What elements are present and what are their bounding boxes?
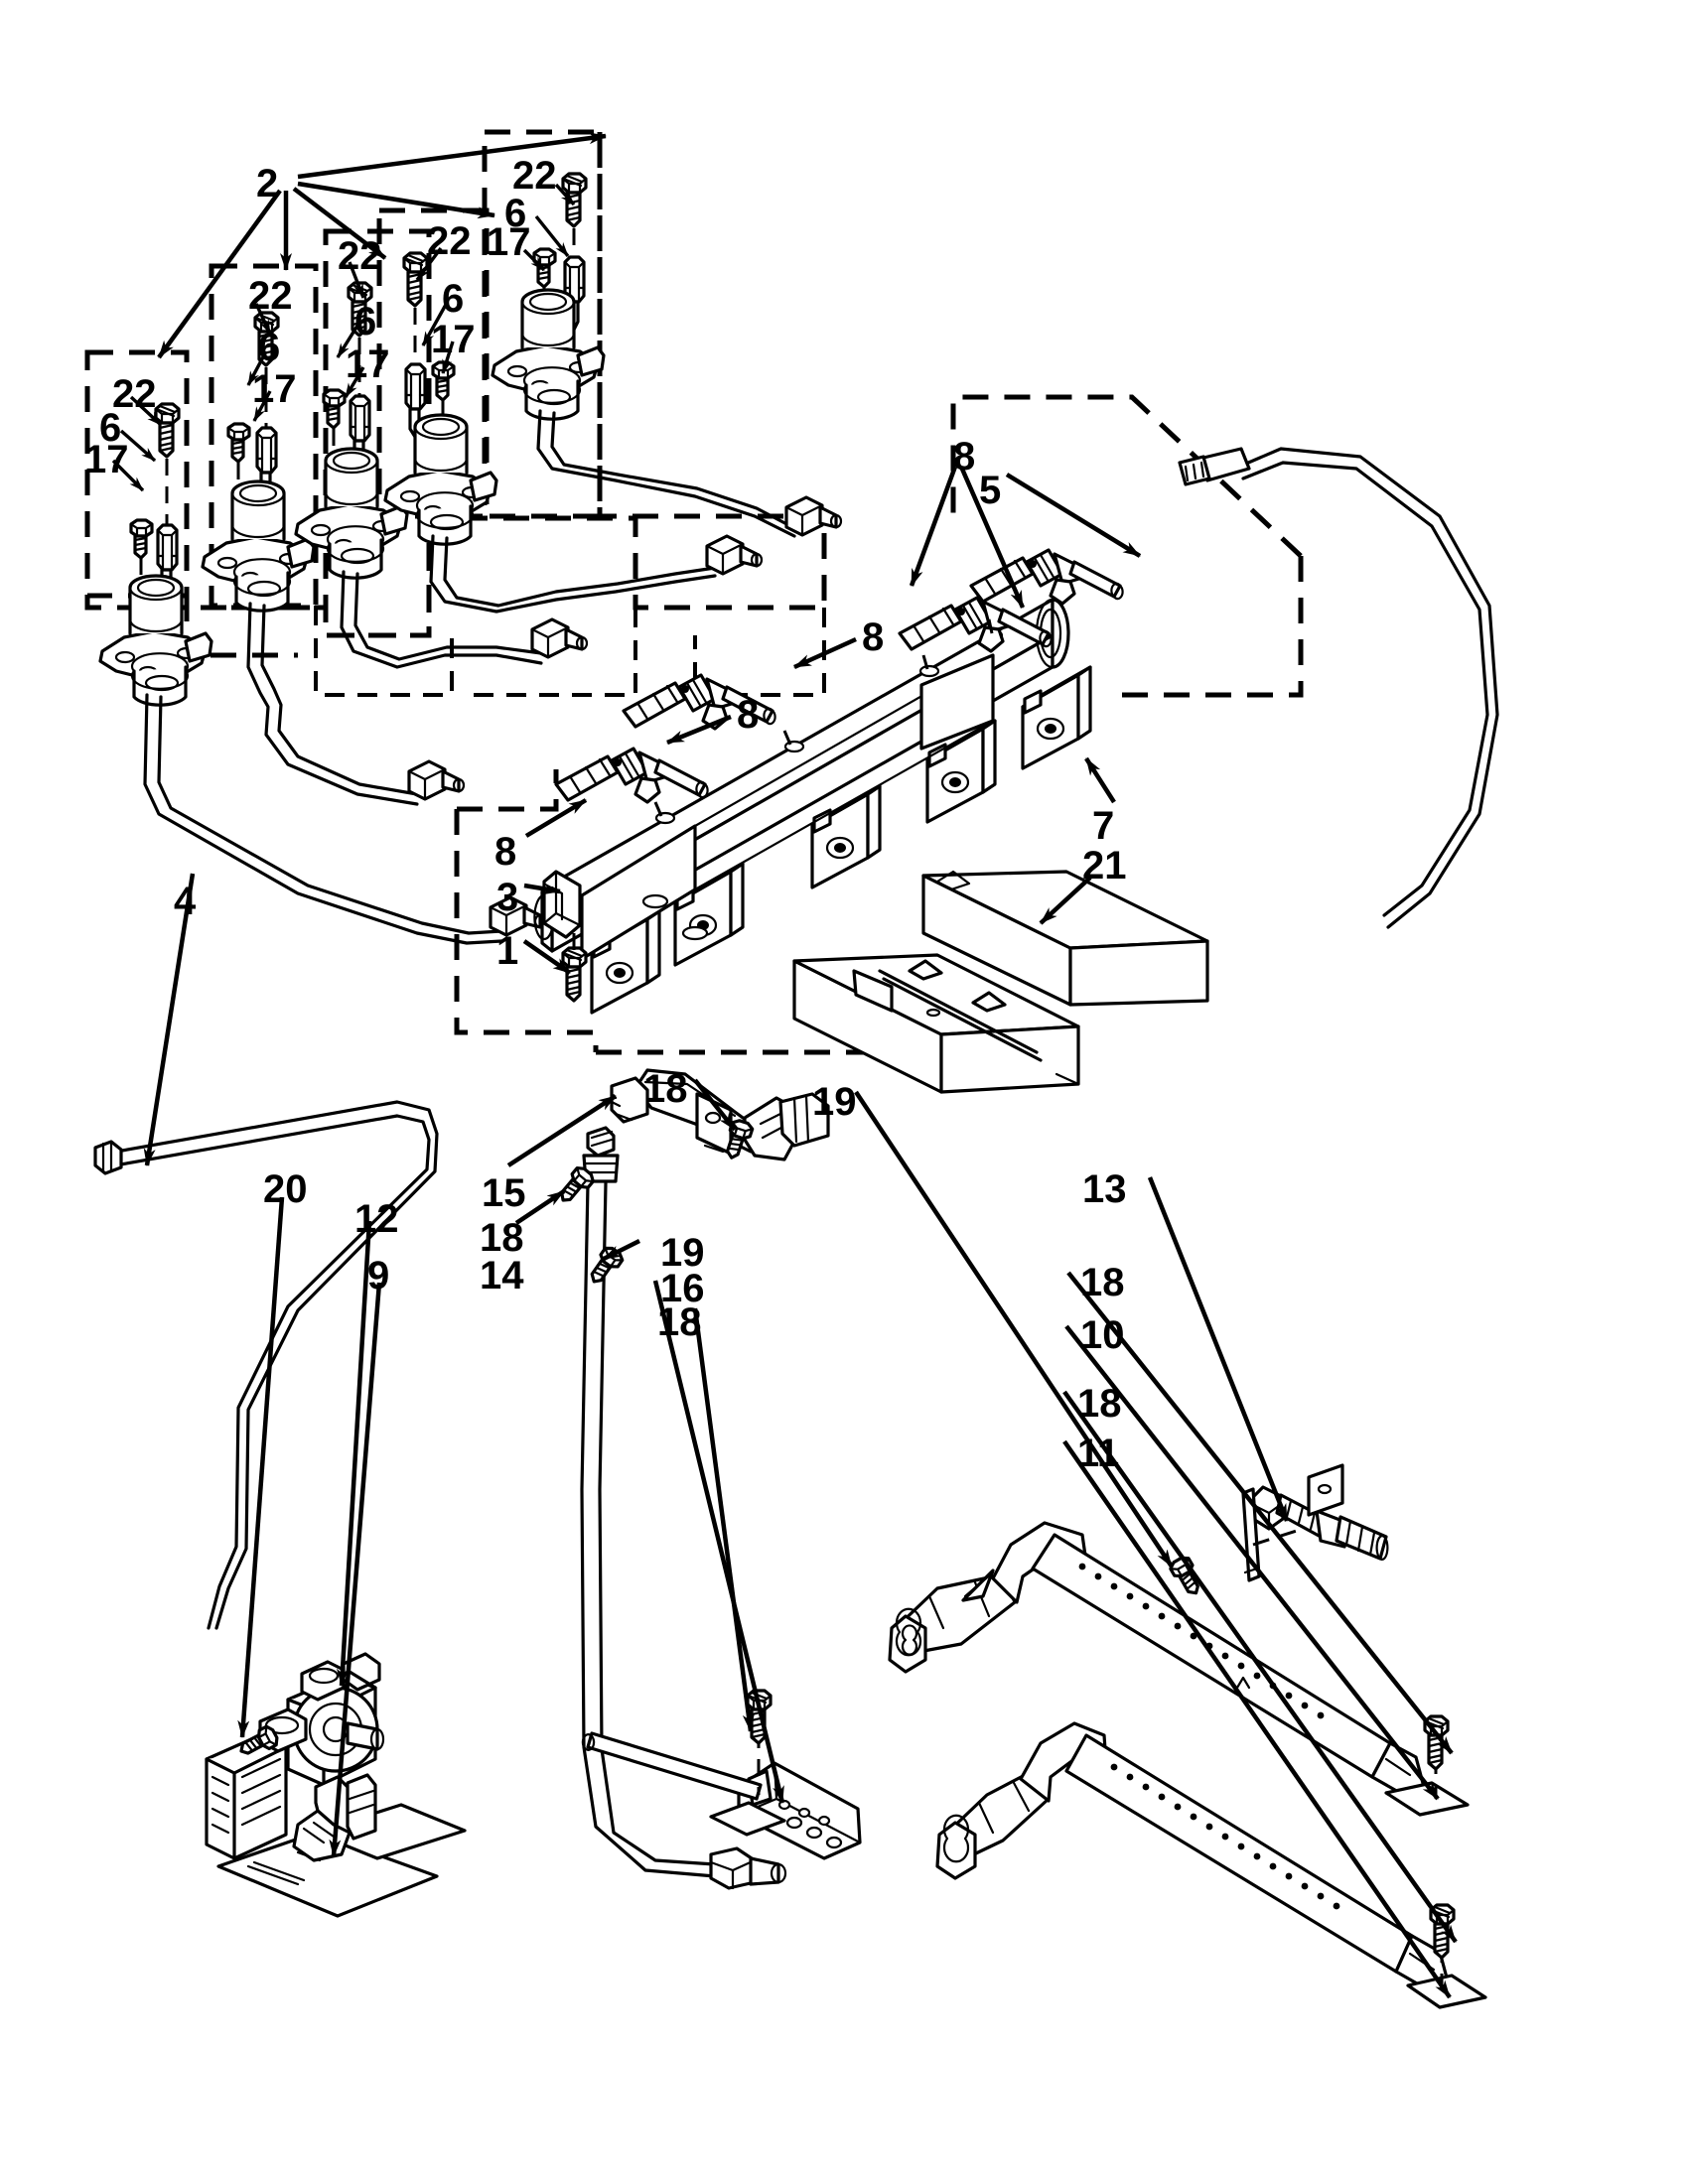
- callout-22-b[interactable]: 22: [248, 274, 293, 318]
- callout-17-a[interactable]: 17: [84, 438, 129, 481]
- callout-18-a[interactable]: 18: [643, 1067, 688, 1111]
- callout-5[interactable]: 5: [979, 469, 1002, 512]
- part-4-gas-tube: [93, 1100, 439, 1630]
- burner-port-holes: [1078, 1563, 1325, 1719]
- callout-6-top[interactable]: 6: [504, 192, 527, 235]
- callout-8-c[interactable]: 8: [737, 693, 760, 737]
- callout-6-b[interactable]: 6: [258, 326, 281, 369]
- callout-9[interactable]: 9: [367, 1254, 390, 1297]
- callout-17-b[interactable]: 17: [252, 367, 297, 411]
- callout-6-d[interactable]: 6: [442, 277, 465, 321]
- callout-4[interactable]: 4: [174, 880, 197, 923]
- callout-12[interactable]: 12: [354, 1197, 399, 1241]
- callout-15[interactable]: 15: [482, 1171, 526, 1215]
- valve-assembly-2: [201, 311, 466, 806]
- part-3-bracket-clip: [542, 870, 582, 939]
- callout-7[interactable]: 7: [1092, 804, 1115, 848]
- part-1-screw: [561, 933, 588, 1003]
- part-8-orifice-holders: [554, 548, 1125, 817]
- callout-19-a[interactable]: 19: [812, 1080, 857, 1124]
- callout-18-e[interactable]: 18: [1077, 1382, 1122, 1426]
- callout-18-d[interactable]: 18: [1080, 1261, 1125, 1304]
- callout-22-top[interactable]: 22: [512, 154, 557, 198]
- part-16-igniter-bracket: [581, 1689, 862, 1860]
- regulator-assembly: [205, 1652, 467, 1918]
- valve-assembly-4: [383, 251, 764, 614]
- part-5-igniter-harness: [1178, 447, 1499, 929]
- callout-17-top[interactable]: 17: [487, 220, 531, 264]
- callout-20[interactable]: 20: [263, 1167, 308, 1211]
- callout-11[interactable]: 11: [1077, 1432, 1120, 1475]
- valve-assembly-1: [98, 402, 547, 945]
- valve-assembly-3: [294, 281, 589, 669]
- callout-13[interactable]: 13: [1082, 1167, 1127, 1211]
- callout-22-d[interactable]: 22: [427, 219, 472, 263]
- callout-3[interactable]: 3: [496, 876, 519, 919]
- part-7-manifold-pipe: [533, 598, 1092, 1015]
- leader-lines: [111, 132, 1458, 1999]
- callout-22-a[interactable]: 22: [112, 372, 157, 416]
- callout-6-c[interactable]: 6: [354, 300, 377, 343]
- callout-10[interactable]: 10: [1080, 1313, 1125, 1357]
- callout-16[interactable]: 16: [660, 1267, 705, 1310]
- manifold-mount-block: [925, 719, 997, 824]
- callout-17-d[interactable]: 17: [431, 318, 476, 361]
- manifold-mount-block: [810, 784, 882, 889]
- callout-8-b[interactable]: 8: [862, 615, 885, 659]
- valve-assembly-5: [491, 172, 843, 538]
- callout-22-c[interactable]: 22: [338, 234, 382, 278]
- callout-19-b[interactable]: 19: [660, 1231, 705, 1275]
- part-13-oven-igniter: [1241, 1463, 1389, 1582]
- callout-14[interactable]: 14: [480, 1254, 524, 1297]
- part-21-baffle-shield: [792, 870, 1209, 1094]
- callout-6-a[interactable]: 6: [99, 406, 122, 450]
- manifold-mount-block: [1021, 665, 1092, 770]
- part-15-elbow-fitting: [610, 1068, 830, 1161]
- callout-17-c[interactable]: 17: [346, 342, 390, 386]
- callout-1[interactable]: 1: [496, 929, 519, 973]
- callout-8-d[interactable]: 8: [494, 830, 517, 874]
- burner-port-holes: [1110, 1763, 1340, 1910]
- callout-2[interactable]: 2: [256, 162, 279, 205]
- callout-8-a[interactable]: 8: [953, 435, 976, 478]
- callout-18-b[interactable]: 18: [480, 1216, 524, 1260]
- callout-21[interactable]: 21: [1082, 844, 1127, 887]
- callout-18-c[interactable]: 18: [657, 1300, 702, 1344]
- part-18-screw-elbow: [553, 1162, 598, 1209]
- part-11-burner-tube-lower: [935, 1721, 1487, 2009]
